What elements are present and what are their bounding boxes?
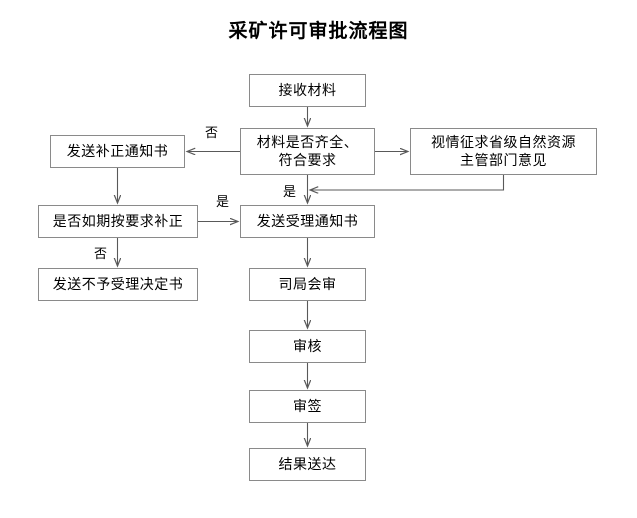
edge-label-no-materials-incomplete: 否	[205, 126, 219, 141]
node-joint-department-review[interactable]: 司局会审	[249, 268, 366, 301]
edge-label-no-not-corrected: 否	[94, 247, 108, 262]
node-audit[interactable]: 审核	[249, 330, 366, 363]
node-send-correction-notice[interactable]: 发送补正通知书	[50, 135, 185, 168]
edge-province-accept	[310, 175, 505, 190]
edge-label-yes-corrected-on-time: 是	[216, 195, 230, 210]
node-materials-complete-decision[interactable]: 材料是否齐全、 符合要求	[240, 128, 375, 175]
page-title: 采矿许可审批流程图	[228, 20, 409, 42]
node-sign-off[interactable]: 审签	[249, 390, 366, 423]
node-send-rejection-decision[interactable]: 发送不予受理决定书	[38, 268, 198, 301]
node-request-provincial-opinion[interactable]: 视情征求省级自然资源 主管部门意见	[410, 128, 597, 175]
node-corrected-on-time-decision[interactable]: 是否如期按要求补正	[38, 205, 198, 238]
node-receive-materials[interactable]: 接收材料	[249, 74, 366, 107]
node-send-acceptance-notice[interactable]: 发送受理通知书	[240, 205, 375, 238]
node-deliver-result[interactable]: 结果送达	[249, 448, 366, 481]
edge-label-yes-materials-complete: 是	[283, 185, 297, 200]
